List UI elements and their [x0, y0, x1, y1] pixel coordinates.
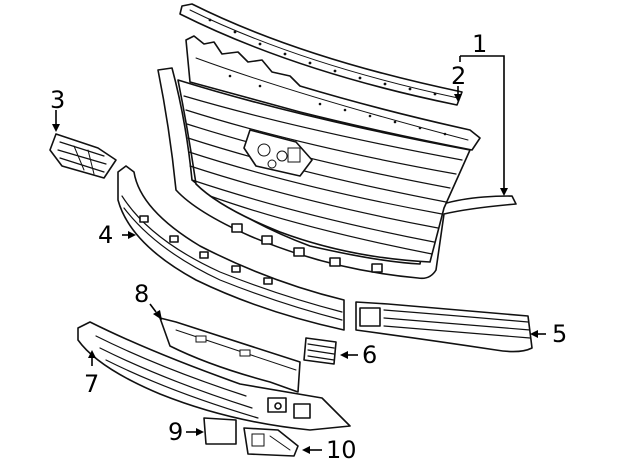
callout-5: 5 [552, 320, 567, 348]
callout-9: 9 [168, 418, 183, 446]
callout-1: 1 [472, 30, 487, 58]
cover-plate [203, 417, 237, 445]
right-lower-molding [355, 301, 533, 353]
side-emblem [49, 133, 117, 179]
callout-8: 8 [134, 280, 149, 308]
callout-2: 2 [451, 62, 466, 90]
sensor-bracket [243, 427, 299, 457]
leader-lines [52, 55, 546, 454]
callout-labels: 1 2 3 4 5 6 7 8 9 10 [50, 30, 567, 464]
callout-10: 10 [326, 436, 357, 464]
lower-grille [77, 321, 351, 431]
air-deflector [159, 317, 301, 393]
callout-4: 4 [98, 221, 113, 249]
callout-3: 3 [50, 86, 65, 114]
lower-grille-bar [117, 165, 345, 331]
callout-7: 7 [84, 370, 99, 398]
callout-6: 6 [362, 341, 377, 369]
grille-assembly [157, 35, 517, 280]
small-grille-insert [303, 337, 337, 365]
upper-molding-strip [179, 3, 463, 106]
